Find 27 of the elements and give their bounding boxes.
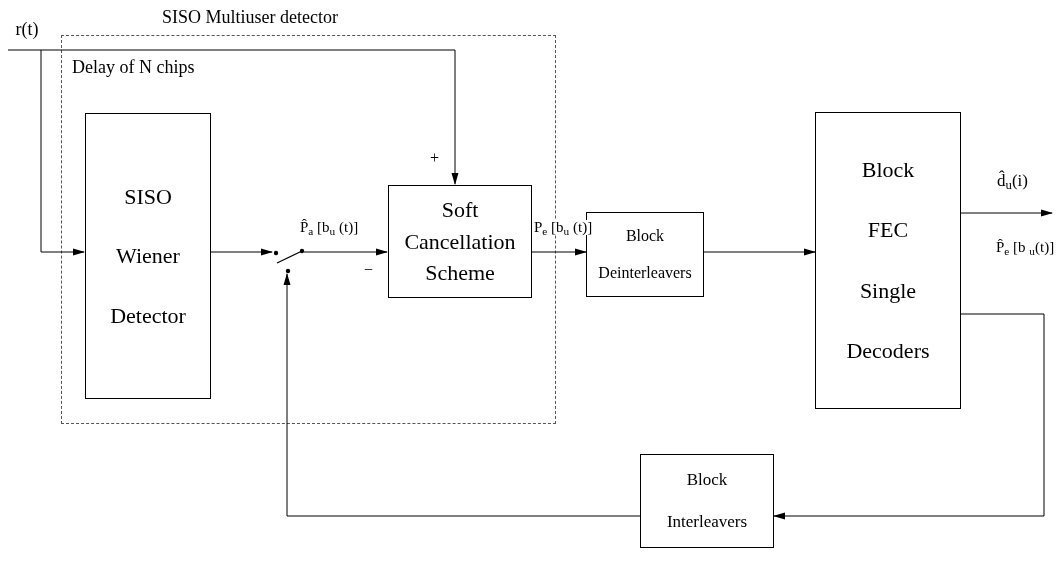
box-label: Soft Cancellation Scheme [403,195,517,288]
sign-label: + [430,150,440,166]
edge-label: P̂$_{a}$ [b$_{u}$ (t)] [300,220,359,235]
process-box [640,454,774,548]
process-box [815,112,961,409]
group-title: SISO Multiuser detector [162,6,338,29]
edge-label: P̂$_{e}$ [b $_{u}$(t)] [996,240,1055,255]
arrow [530,248,587,256]
arrow [303,248,388,256]
arrow [40,49,85,256]
box-label: Block FEC Single Decoders [845,155,931,365]
arrow [703,248,816,256]
box-label: r(t) [15,20,39,41]
arrow [209,248,273,256]
arrow [773,313,1045,520]
process-box [388,185,532,298]
box-label: Block Deinterleavers [597,225,693,283]
box-label: SISO Wiener Detector [109,182,187,330]
edge-label: P$_{e}$ [b$_{u}$ (t)] [534,220,593,235]
arrow [283,273,641,517]
box-label: Block Interleavers [665,468,749,533]
edge-label: Delay of N chips [72,58,195,76]
arrow [960,209,1053,217]
sign-label: − [364,262,374,278]
arrow [7,49,459,185]
process-box [85,113,211,399]
edge-label: d̂$_{u}$(i) [997,172,1028,189]
